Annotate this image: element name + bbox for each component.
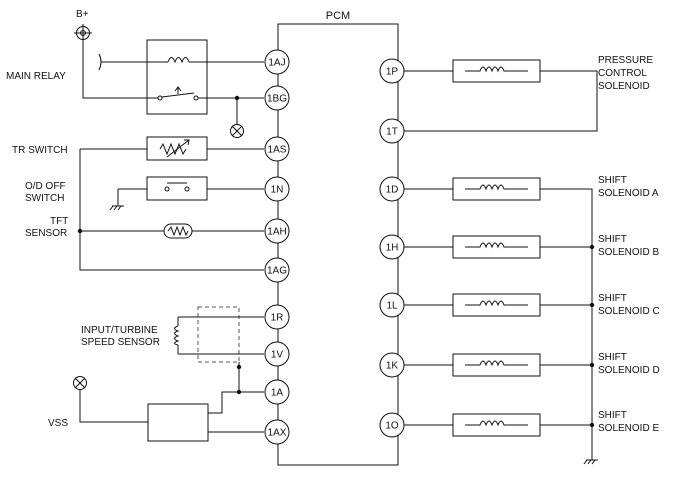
- variable-resistor-icon: [159, 142, 187, 156]
- pin-label: 1L: [386, 301, 398, 312]
- ssd-label-2: SOLENOID D: [598, 365, 660, 376]
- input-turbine-label-1: INPUT/TURBINE: [81, 325, 158, 336]
- pin-1r: 1R: [264, 304, 290, 330]
- pcs-label-1: PRESSURE: [598, 55, 653, 66]
- ssa-label-2: SOLENOID A: [598, 188, 659, 199]
- pin-1aj: 1AJ: [264, 49, 290, 75]
- pressure-control-solenoid: [452, 59, 541, 83]
- pin-1l: 1L: [379, 292, 405, 318]
- pin-1k: 1K: [379, 352, 405, 378]
- right-pin-group: 1P 1T 1D 1H 1L 1K 1O: [379, 58, 405, 438]
- solenoid-coil-icon: [465, 184, 528, 191]
- pin-label: 1R: [271, 313, 284, 324]
- pin-label: 1A: [271, 388, 284, 399]
- od-off-switch-label-2: SWITCH: [25, 193, 64, 204]
- pcs-label-3: SOLENOID: [598, 81, 650, 92]
- pcm-title: PCM: [326, 10, 350, 22]
- pin-label: 1AJ: [268, 58, 285, 69]
- od-off-switch: [146, 176, 208, 201]
- pin-label: 1AS: [268, 145, 287, 156]
- solenoid-row-group: [404, 59, 595, 437]
- pin-1t: 1T: [379, 118, 405, 144]
- indicator-lamp-icon: [230, 124, 244, 138]
- main-relay: [98, 39, 218, 115]
- pin-label: 1P: [386, 67, 399, 78]
- sse-label-1: SHIFT: [598, 410, 627, 421]
- tft-sensor-label-1: TFT: [50, 216, 68, 227]
- shift-solenoid: [404, 293, 595, 317]
- pin-label: 1O: [385, 421, 399, 432]
- pin-1bg: 1BG: [264, 85, 290, 111]
- sse-label-2: SOLENOID E: [598, 423, 659, 434]
- battery-power-symbol: [74, 24, 92, 42]
- ssc-label-2: SOLENOID C: [598, 306, 660, 317]
- pin-1v: 1V: [264, 341, 290, 367]
- pin-1a: 1A: [264, 379, 290, 405]
- tr-switch-label: TR SWITCH: [12, 145, 68, 156]
- solenoid-coil-icon: [465, 66, 528, 73]
- tft-sensor-label-2: SENSOR: [25, 228, 67, 239]
- shift-solenoid: [404, 353, 595, 377]
- pin-label: 1T: [386, 127, 398, 138]
- pin-label: 1AX: [268, 428, 287, 439]
- pin-1n: 1N: [264, 176, 290, 202]
- vss-box: [147, 403, 209, 442]
- pin-1as: 1AS: [264, 136, 290, 162]
- input-turbine-label-2: SPEED SENSOR: [81, 337, 160, 348]
- solenoid-ground-symbol: [583, 459, 598, 465]
- left-pin-group: 1AJ 1BG 1AS 1N 1AH 1AG 1R 1V 1A 1AX: [264, 49, 290, 445]
- ssb-label-1: SHIFT: [598, 234, 627, 245]
- tr-switch: [146, 136, 208, 161]
- solenoid-coil-icon: [465, 242, 528, 249]
- pin-1o: 1O: [379, 412, 405, 438]
- power-wire: [82, 40, 147, 99]
- shift-solenoid: [404, 413, 595, 437]
- pin-1d: 1D: [379, 176, 405, 202]
- ssb-label-2: SOLENOID B: [598, 247, 659, 258]
- pin-label: 1N: [271, 185, 284, 196]
- pin-label: 1H: [386, 243, 399, 254]
- break-mark: [98, 53, 102, 71]
- od-off-switch-label-1: O/D OFF: [25, 181, 66, 192]
- solenoid-coil-icon: [465, 360, 528, 367]
- solenoid-coil-icon: [465, 420, 528, 427]
- shift-solenoid: [404, 177, 541, 201]
- pin-label: 1AG: [267, 266, 287, 277]
- ssa-label-1: SHIFT: [598, 175, 627, 186]
- shift-solenoid: [404, 235, 595, 259]
- pin-label: 1AH: [267, 227, 286, 238]
- ground-symbol: [109, 205, 124, 211]
- pin-1ag: 1AG: [264, 257, 290, 283]
- pin-1h: 1H: [379, 234, 405, 260]
- pin-label: 1K: [386, 361, 399, 372]
- pin-label: 1V: [271, 350, 284, 361]
- power-label: B+: [76, 9, 89, 20]
- thermistor-icon: [163, 223, 193, 239]
- pickup-coil-icon: [174, 325, 180, 346]
- pin-1p: 1P: [379, 58, 405, 84]
- ssd-label-1: SHIFT: [598, 352, 627, 363]
- vss-lamp-icon: [73, 376, 87, 390]
- solenoid-coil-icon: [465, 300, 528, 307]
- pcs-label-2: CONTROL: [598, 68, 647, 79]
- relay-coil-icon: [167, 57, 190, 64]
- vss-label: VSS: [48, 418, 68, 429]
- ssc-label-1: SHIFT: [598, 293, 627, 304]
- solenoid-common-return: [540, 188, 593, 460]
- pin-1ax: 1AX: [264, 419, 290, 445]
- pin-label: 1BG: [267, 94, 287, 105]
- main-relay-label: MAIN RELAY: [6, 71, 66, 82]
- shield-outline: [197, 306, 240, 363]
- pin-label: 1D: [386, 185, 399, 196]
- pin-1ah: 1AH: [264, 218, 290, 244]
